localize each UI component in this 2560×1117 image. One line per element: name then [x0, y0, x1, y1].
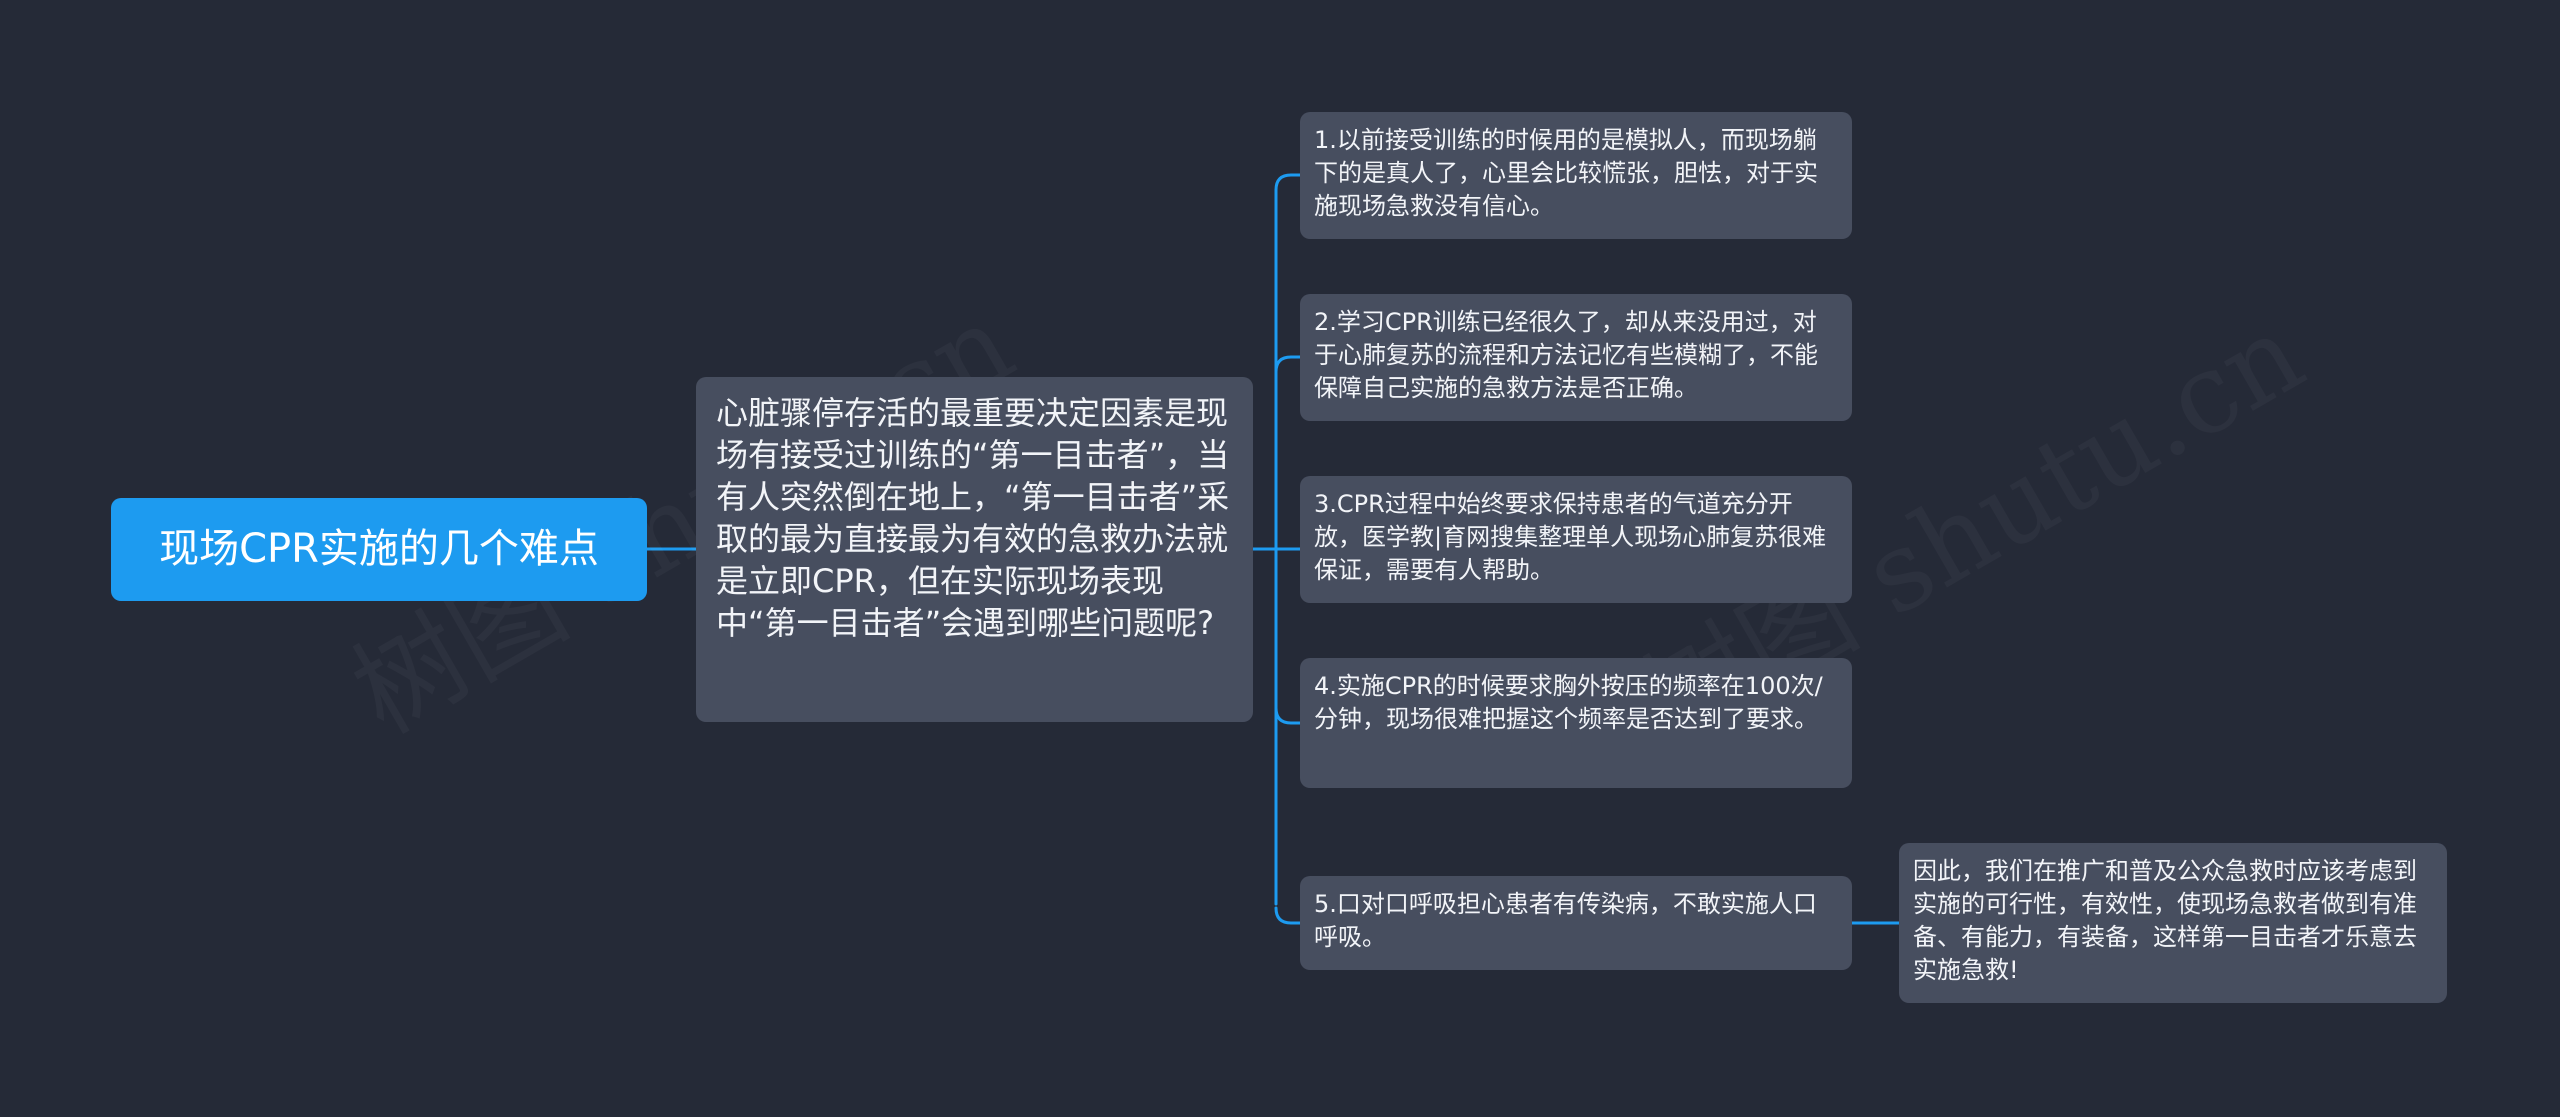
conclusion-text: 因此，我们在推广和普及公众急救时应该考虑到实施的可行性，有效性，使现场急救者做到…: [1913, 857, 2417, 984]
branch-node-text: 2.学习CPR训练已经很久了，却从来没用过，对于心肺复苏的流程和方法记忆有些模糊…: [1314, 308, 1818, 402]
main-topic-text: 心脏骤停存活的最重要决定因素是现场有接受过训练的“第一目击者”，当有人突然倒在地…: [716, 394, 1230, 642]
connector-branch-4: [1274, 706, 1302, 725]
branch-node-1[interactable]: 1.以前接受训练的时候用的是模拟人，而现场躺下的是真人了，心里会比较慌张，胆怯，…: [1300, 112, 1852, 239]
branch-node-3[interactable]: 3.CPR过程中始终要求保持患者的气道充分开放，医学教|育网搜集整理单人现场心肺…: [1300, 476, 1852, 603]
branch-node-4[interactable]: 4.实施CPR的时候要求胸外按压的频率在100次/分钟，现场很难把握这个频率是否…: [1300, 658, 1852, 788]
root-node[interactable]: 现场CPR实施的几个难点: [111, 498, 647, 601]
branch-node-text: 1.以前接受训练的时候用的是模拟人，而现场躺下的是真人了，心里会比较慌张，胆怯，…: [1314, 126, 1818, 220]
conclusion-node[interactable]: 因此，我们在推广和普及公众急救时应该考虑到实施的可行性，有效性，使现场急救者做到…: [1899, 843, 2447, 1003]
root-node-label: 现场CPR实施的几个难点: [159, 526, 599, 572]
branch-node-5[interactable]: 5.口对口呼吸担心患者有传染病，不敢实施人口呼吸。: [1300, 876, 1852, 970]
branch-node-text: 4.实施CPR的时候要求胸外按压的频率在100次/分钟，现场很难把握这个频率是否…: [1314, 672, 1823, 733]
branch-node-2[interactable]: 2.学习CPR训练已经很久了，却从来没用过，对于心肺复苏的流程和方法记忆有些模糊…: [1300, 294, 1852, 421]
branch-node-text: 3.CPR过程中始终要求保持患者的气道充分开放，医学教|育网搜集整理单人现场心肺…: [1314, 490, 1827, 584]
main-topic-node[interactable]: 心脏骤停存活的最重要决定因素是现场有接受过训练的“第一目击者”，当有人突然倒在地…: [696, 377, 1253, 722]
branch-node-text: 5.口对口呼吸担心患者有传染病，不敢实施人口呼吸。: [1314, 890, 1817, 951]
connector-branch-2: [1274, 355, 1302, 374]
connector-branch-1: [1274, 173, 1302, 192]
connector-branch-5: [1274, 906, 1302, 925]
